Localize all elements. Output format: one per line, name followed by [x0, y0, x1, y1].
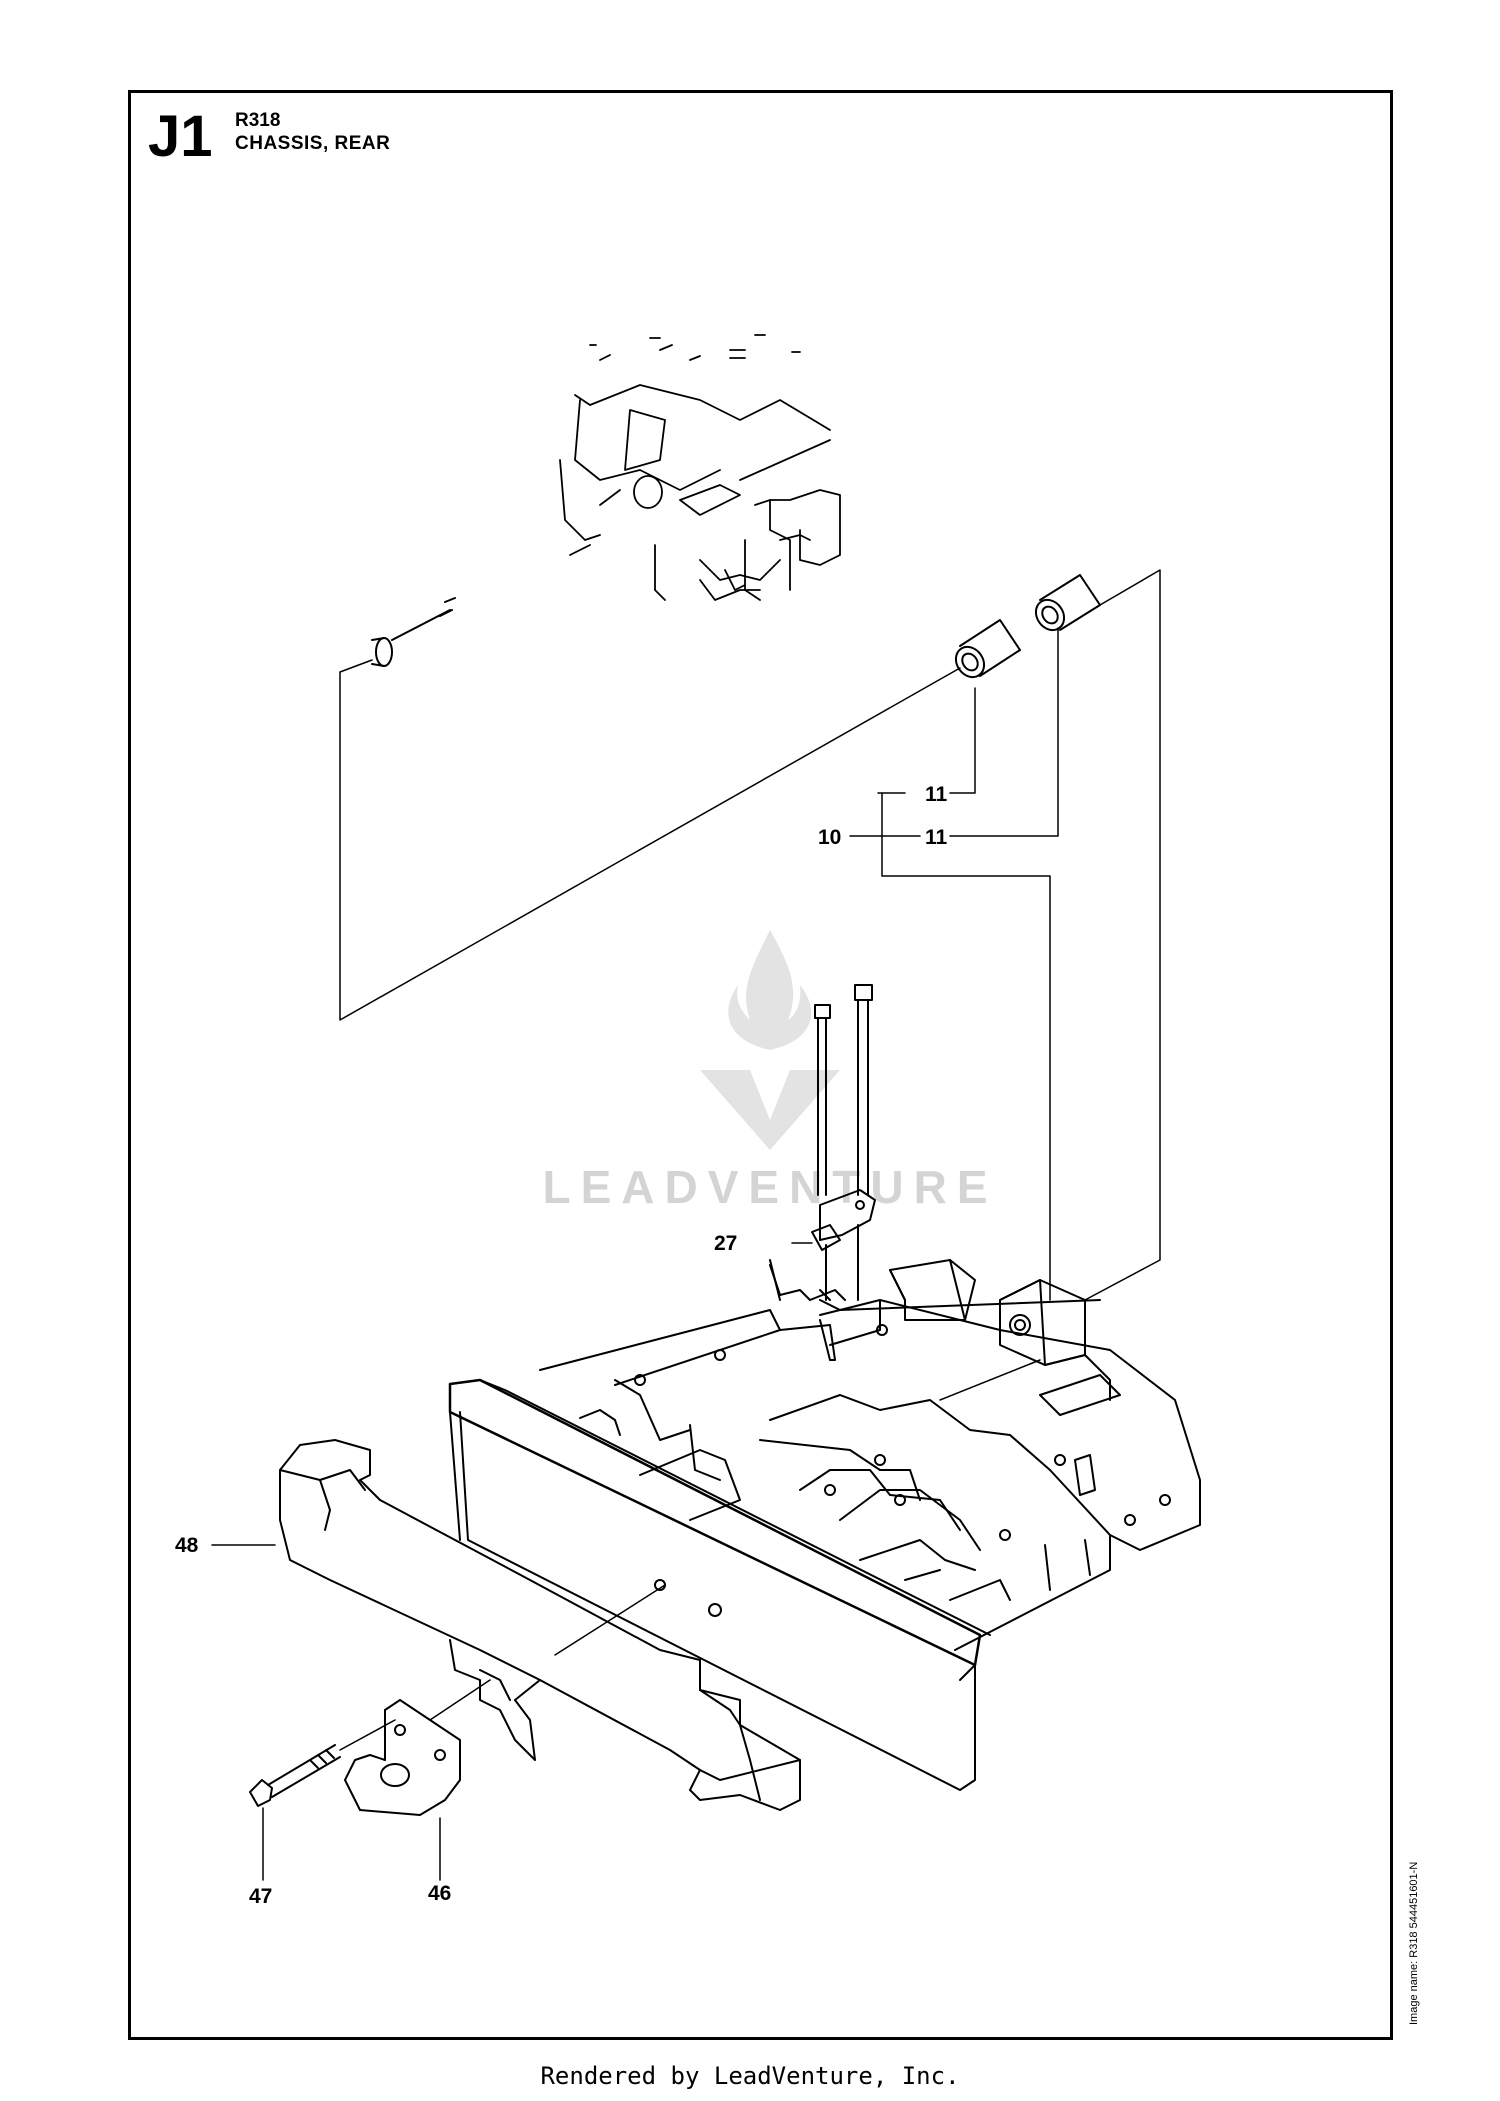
section-code: J1 — [148, 104, 213, 169]
bushing-front — [954, 619, 1021, 679]
callout-46[interactable]: 46 — [428, 1882, 452, 1905]
bolt-47 — [249, 1719, 396, 1807]
image-name-label: Image name: R318 544451601-N — [1408, 1861, 1420, 2025]
rear-bumper — [279, 1439, 801, 1811]
model-name: R318 — [235, 110, 281, 131]
hitch-bracket-46 — [344, 1679, 491, 1816]
callout-47[interactable]: 47 — [249, 1885, 273, 1908]
chassis-frame — [448, 1259, 1201, 1791]
bracket-27 — [811, 1189, 876, 1301]
diagram-frame — [128, 90, 1393, 2040]
washer-left — [375, 637, 393, 667]
callout-27[interactable]: 27 — [714, 1232, 738, 1255]
watermark-text: LEADVENTURE — [542, 1161, 998, 1213]
callout-48[interactable]: 48 — [175, 1534, 199, 1557]
mower-body-ghost — [559, 334, 841, 601]
footer-credit: Rendered by LeadVenture, Inc. — [540, 2062, 960, 2090]
bushing-rear — [1034, 574, 1101, 632]
watermark-logo-icon — [700, 930, 840, 1150]
callout-11-upper[interactable]: 11 — [925, 783, 948, 806]
section-title: CHASSIS, REAR — [235, 133, 391, 154]
callout-11-lower[interactable]: 11 — [925, 826, 948, 849]
callout-10[interactable]: 10 — [818, 826, 842, 849]
bolts-27 — [814, 984, 873, 1196]
